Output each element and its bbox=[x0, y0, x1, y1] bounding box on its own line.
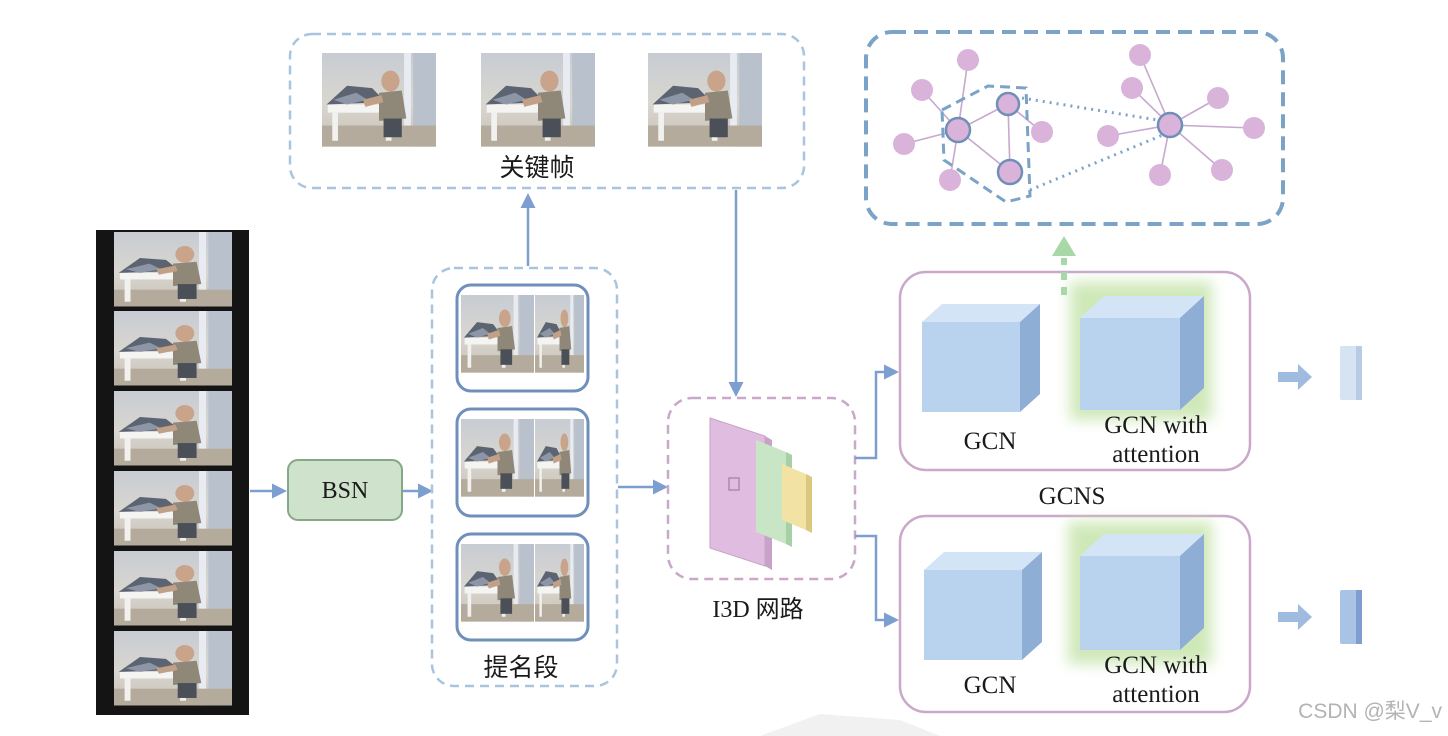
key-frames-group: 关键帧 bbox=[288, 32, 806, 190]
output-top bbox=[1278, 346, 1362, 400]
proposal-segment bbox=[455, 532, 590, 642]
film-frame bbox=[114, 232, 232, 307]
i3d-network: I3D 网路 bbox=[666, 396, 857, 623]
gcn-cube-icon bbox=[922, 304, 1040, 412]
arrow-gcns-to-graph bbox=[1052, 236, 1076, 295]
graph-link-dotted bbox=[1029, 130, 1171, 192]
graph-nodes bbox=[893, 44, 1265, 191]
background-shape bbox=[760, 714, 940, 736]
gcn-label: GCN bbox=[964, 672, 1017, 699]
film-frame bbox=[114, 311, 232, 386]
bsn-label: BSN bbox=[322, 478, 369, 504]
gcn-attention-cube-icon bbox=[1070, 282, 1212, 420]
proposal-segment bbox=[455, 283, 590, 393]
gcn-label: GCN bbox=[964, 428, 1017, 455]
watermark: CSDN @梨V_v bbox=[1298, 700, 1442, 723]
film-strip bbox=[96, 230, 249, 715]
i3d-label: I3D 网路 bbox=[712, 596, 803, 623]
graph-link-dotted bbox=[1021, 96, 1171, 124]
output-bottom bbox=[1278, 590, 1362, 644]
proposal-segments-label: 提名段 bbox=[483, 654, 558, 682]
film-frame bbox=[114, 551, 232, 626]
key-frame bbox=[648, 53, 762, 147]
gcn-attention-label-line1: GCN with bbox=[1104, 652, 1208, 679]
film-frame bbox=[114, 631, 232, 706]
arrow-i3d-to-gcns-top bbox=[855, 364, 899, 460]
bsn-node: BSN bbox=[287, 459, 403, 521]
proposal-segments-group: 提名段 bbox=[430, 266, 619, 688]
gcns-block-top: GCN GCN with attention bbox=[898, 270, 1252, 472]
gcns-block-bottom: GCN GCN with attention bbox=[898, 514, 1252, 714]
graph-panel bbox=[864, 30, 1285, 226]
arrow-i3d-to-gcns-bottom bbox=[855, 534, 899, 628]
key-frames-label: 关键帧 bbox=[499, 154, 574, 182]
i3d-layers-icon bbox=[709, 417, 812, 570]
gcn-attention-label-line1: GCN with bbox=[1104, 412, 1208, 439]
film-frame bbox=[114, 391, 232, 466]
proposal-segment bbox=[455, 407, 590, 518]
gcn-attention-label-line2: attention bbox=[1112, 441, 1200, 468]
key-frame bbox=[481, 53, 595, 147]
key-frame bbox=[322, 53, 436, 147]
gcns-label: GCNS bbox=[1039, 483, 1106, 510]
film-frame bbox=[114, 471, 232, 546]
gcn-attention-label-line2: attention bbox=[1112, 681, 1200, 708]
graph-key-nodes bbox=[944, 91, 1184, 186]
gcn-attention-cube-icon bbox=[1068, 522, 1212, 664]
graph-cluster-outline bbox=[940, 84, 1032, 204]
gcn-cube-icon bbox=[924, 552, 1042, 660]
